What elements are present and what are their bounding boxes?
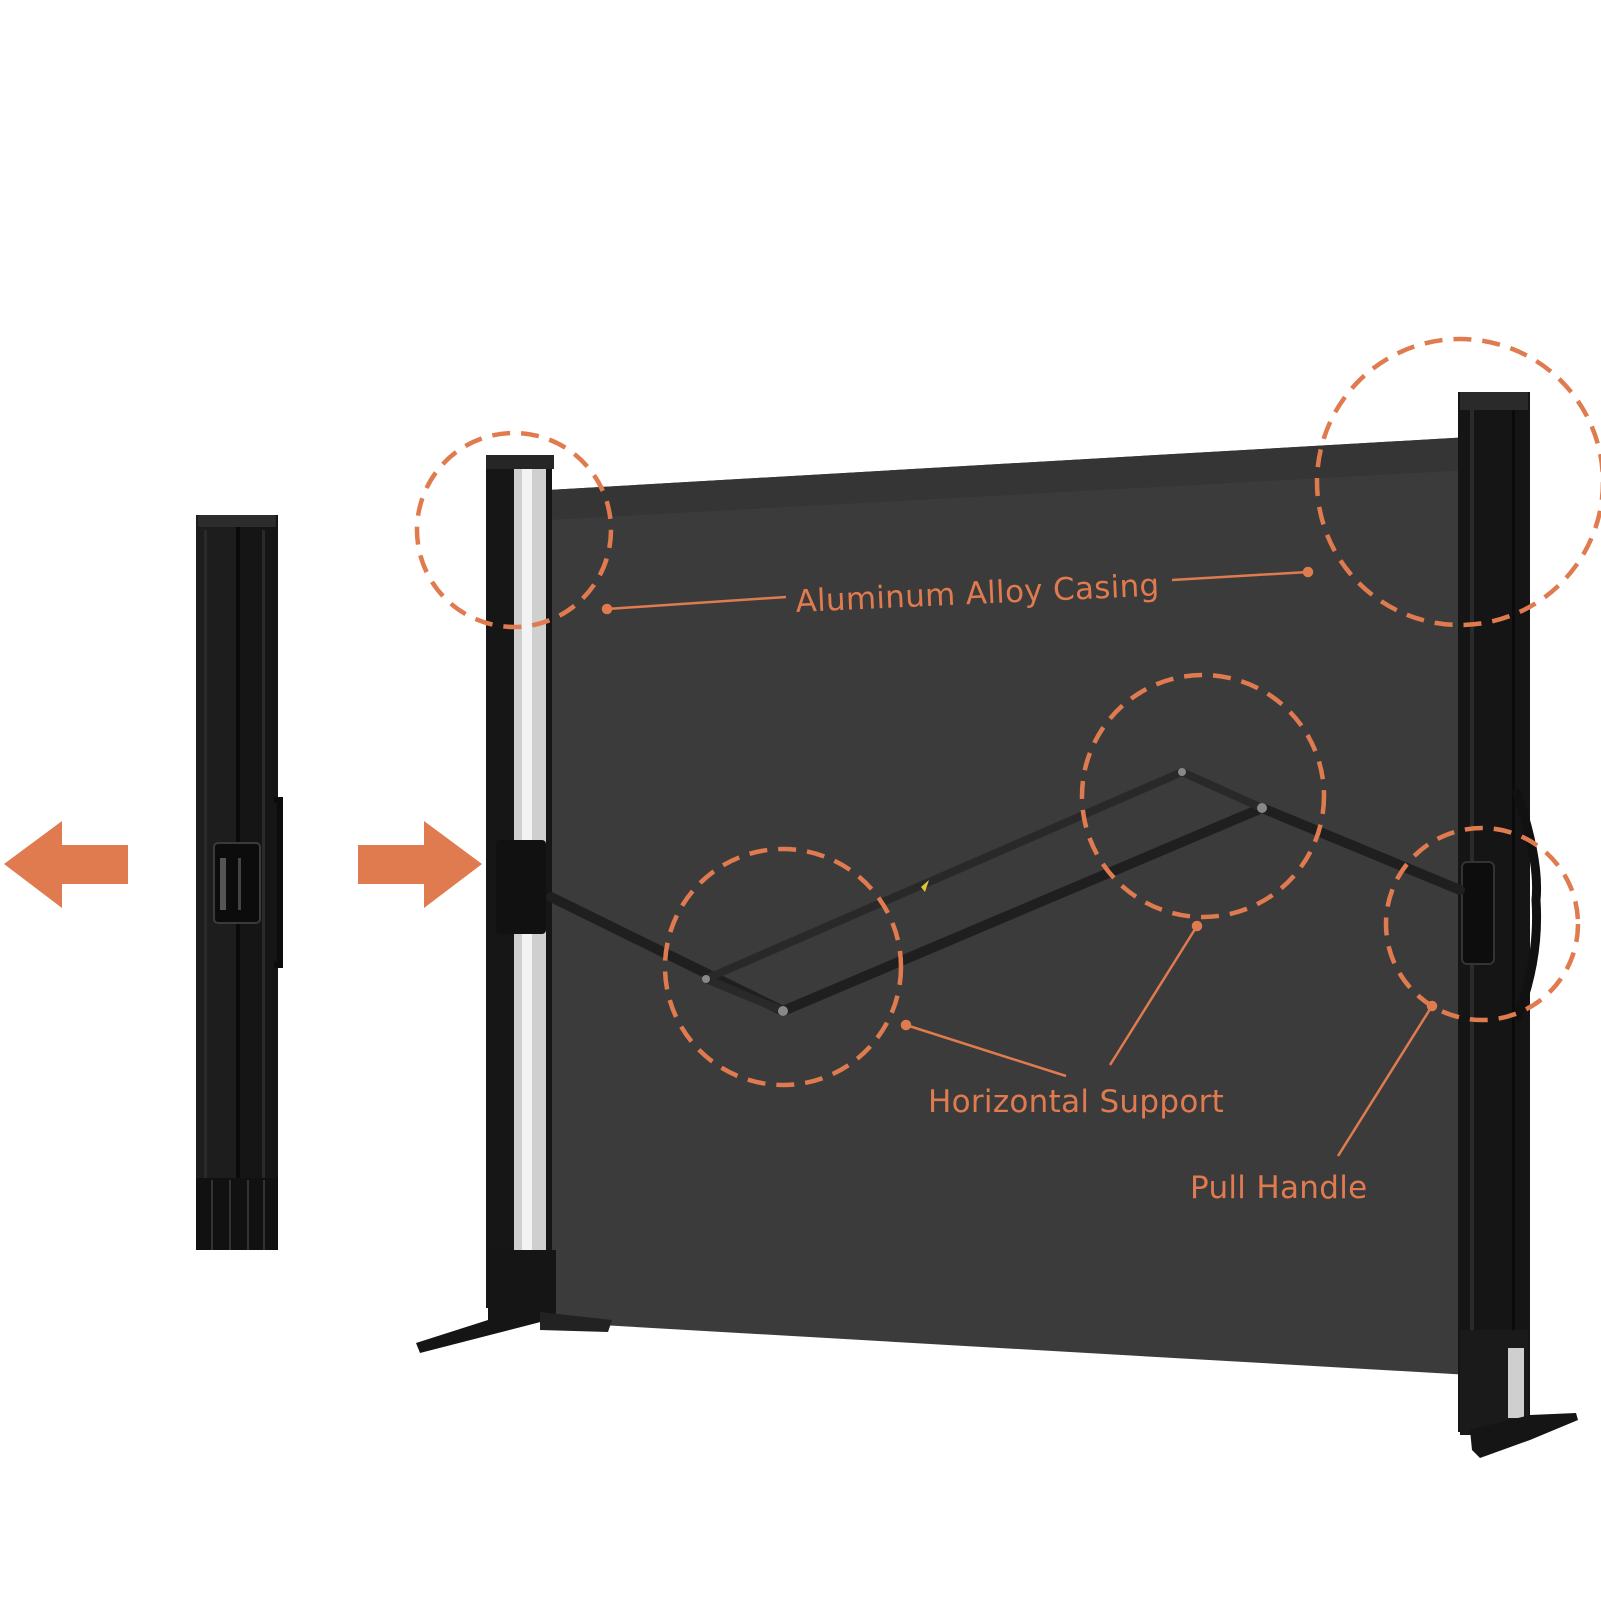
- label-horizontal-support: Horizontal Support: [928, 1084, 1224, 1120]
- label-pull-handle: Pull Handle: [1190, 1170, 1368, 1206]
- folded-screen: [196, 515, 283, 1250]
- right-casing: [1458, 392, 1578, 1458]
- left-casing: [416, 455, 612, 1353]
- callout-circle-pull-handle: [1383, 825, 1581, 1023]
- callout-circle-right-casing: [1314, 336, 1601, 628]
- callout-circle-left-casing: [414, 430, 614, 630]
- callout-circles: [414, 336, 1601, 1088]
- arrow-left-icon: [4, 821, 128, 908]
- screen-fabric: [548, 437, 1470, 1375]
- callout-circle-support-left: [662, 846, 904, 1088]
- leader-lines: [601, 566, 1438, 1157]
- callout-circle-support-center: [1079, 672, 1327, 920]
- projector-screen: [416, 392, 1578, 1458]
- arrow-right-icon: [358, 821, 482, 908]
